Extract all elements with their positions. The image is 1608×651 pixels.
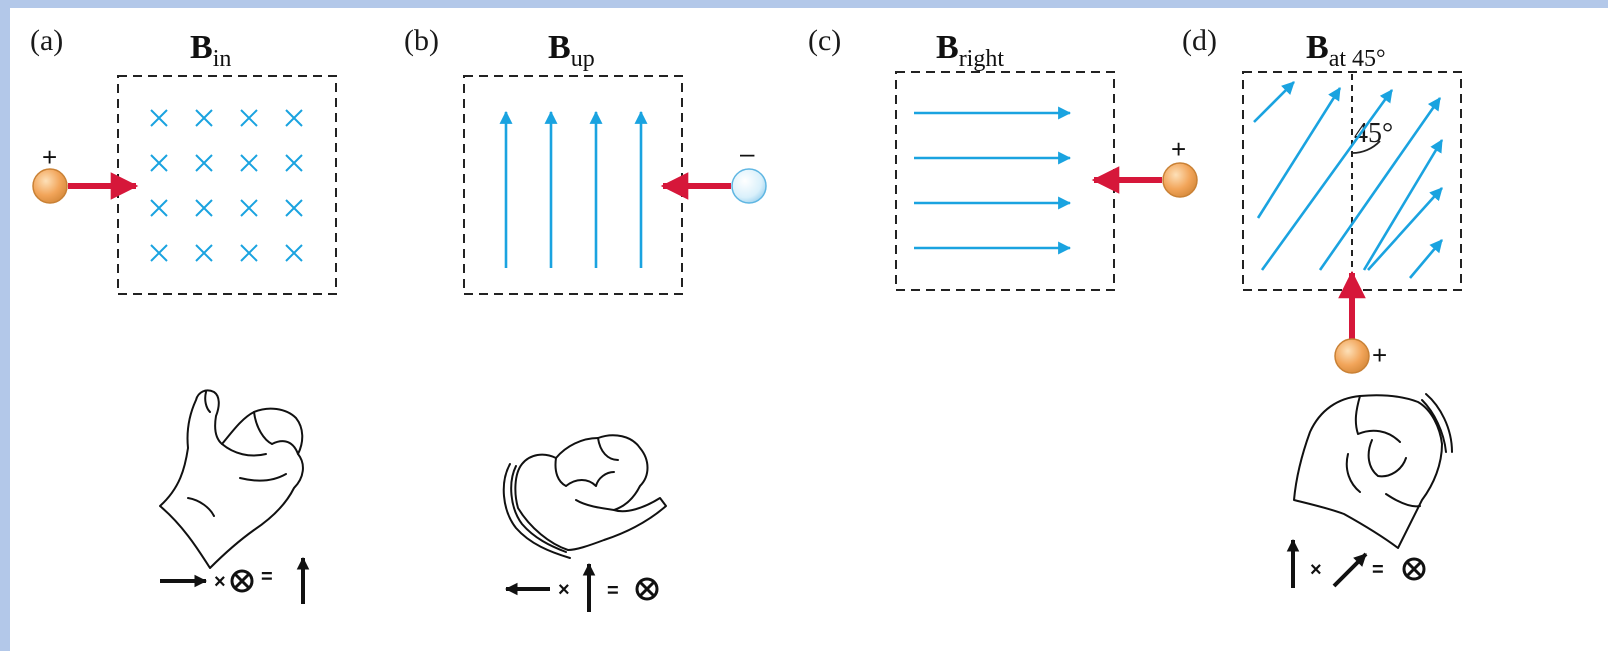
positive-charge-ball — [1334, 338, 1370, 374]
field-into-page-symbol — [230, 569, 254, 593]
right-hand-drawing — [1293, 393, 1453, 549]
field-region — [117, 75, 337, 295]
force-into-page-symbol — [1402, 557, 1426, 581]
field-symbol: B — [1306, 29, 1329, 66]
panel-label: (b) — [404, 24, 439, 57]
figure-sheet: (a) Bin + × = (b) — [10, 8, 1608, 651]
field-label: Bup — [548, 29, 595, 72]
field-line-arrow — [1256, 87, 1342, 219]
field-lines-up — [499, 110, 648, 268]
right-hand-drawing — [159, 389, 304, 569]
times-sign: × — [1310, 559, 1322, 581]
equals-sign: = — [607, 580, 619, 602]
field-label: Bat 45° — [1306, 29, 1386, 72]
field-subscript: up — [571, 46, 595, 72]
panel-b: (b) Bup – × = — [404, 24, 767, 612]
negative-charge-ball — [731, 168, 767, 204]
force-into-page-symbol — [635, 577, 659, 601]
equals-sign: = — [1372, 559, 1384, 581]
right-hand-drawing — [502, 434, 667, 559]
field-region — [895, 71, 1115, 291]
field-label: Bin — [190, 29, 231, 72]
positive-charge-ball — [32, 168, 68, 204]
field-subscript: in — [213, 46, 232, 72]
field-lines-45deg — [1253, 81, 1444, 279]
field-line-arrow — [1253, 81, 1295, 123]
field-45deg-symbol — [1332, 552, 1368, 588]
cross-product-equation: × = — [160, 556, 310, 604]
panel-label: (c) — [808, 24, 841, 57]
charge-sign: + — [1171, 134, 1186, 164]
field-subscript: at 45° — [1329, 46, 1386, 72]
panel-a: (a) Bin + × = — [30, 24, 337, 604]
positive-charge-ball — [1162, 162, 1198, 198]
angle-arc — [1351, 140, 1381, 154]
field-into-page-cross-grid — [150, 109, 303, 262]
cross-product-equation: × = — [504, 562, 659, 612]
panel-label: (d) — [1182, 24, 1217, 57]
charge-sign: – — [740, 138, 755, 168]
field-lines-right — [914, 106, 1072, 255]
field-symbol: B — [190, 29, 213, 66]
panel-d: (d) Bat 45° 45° + × = — [1182, 24, 1462, 588]
field-symbol: B — [936, 29, 959, 66]
cross-product-equation: × = — [1286, 538, 1426, 588]
times-sign: × — [558, 579, 570, 601]
equals-sign: = — [261, 566, 273, 588]
field-into-page-cross — [150, 109, 303, 262]
field-symbol: B — [548, 29, 571, 66]
field-line-arrow — [1362, 139, 1444, 271]
magnetic-force-diagram: (a) Bin + × = (b) — [30, 24, 1462, 612]
field-line-arrow — [1367, 187, 1443, 271]
field-label: Bright — [936, 29, 1004, 72]
charge-sign: + — [42, 142, 57, 172]
field-line-arrow — [1318, 97, 1442, 271]
panel-label: (a) — [30, 24, 63, 57]
field-line-arrow — [1409, 239, 1443, 279]
panel-c: (c) Bright + — [808, 24, 1198, 291]
hand-outline — [159, 389, 304, 569]
field-subscript: right — [959, 46, 1005, 72]
hand-outline — [514, 434, 667, 551]
field-region — [463, 75, 683, 295]
charge-sign: + — [1372, 340, 1387, 370]
field-line-arrow — [1260, 89, 1394, 271]
times-sign: × — [214, 571, 226, 593]
hand-outline — [1293, 394, 1443, 549]
